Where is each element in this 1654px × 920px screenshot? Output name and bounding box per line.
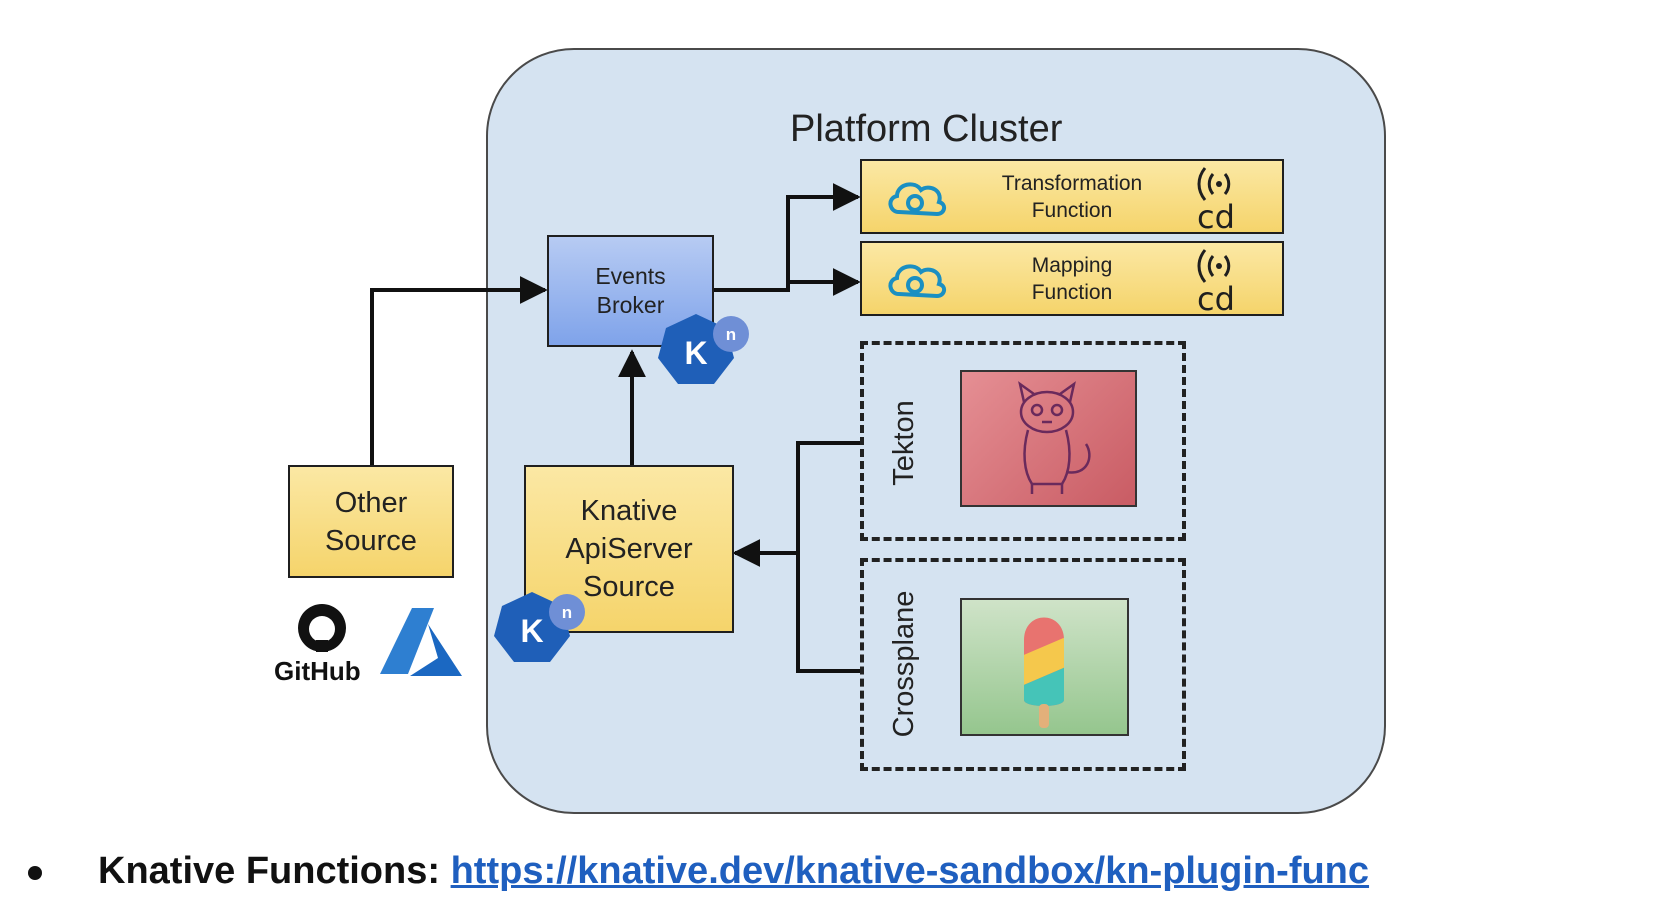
apiserver-line1: Knative [580, 495, 678, 527]
knative-logo-icon: n K [494, 592, 585, 662]
tekton-label: Tekton [888, 400, 920, 486]
apiserver-line3: Source [583, 571, 675, 603]
cd-foundation-icon: cd [1197, 167, 1235, 236]
svg-text:GitHub: GitHub [274, 656, 361, 686]
mapping-function-label: Mapping Function [1032, 252, 1113, 306]
transformation-function-box: Transformation Function [860, 159, 1284, 234]
mapping-function-box: Mapping Function [860, 241, 1284, 316]
footer-label: Knative Functions: [98, 850, 441, 892]
svg-text:cd: cd [1197, 280, 1235, 318]
knative-functions-link[interactable]: https://knative.dev/knative-sandbox/kn-p… [450, 850, 1370, 892]
events-broker-line2: Broker [596, 292, 665, 318]
mapping-line1: Mapping [1031, 253, 1113, 277]
transformation-line1: Transformation [1001, 171, 1143, 195]
arrow-other-to-broker [370, 276, 548, 465]
tekton-image [960, 370, 1137, 507]
other-source-line2: Source [325, 524, 417, 557]
azure-logo-icon [380, 608, 462, 676]
svg-text:K: K [684, 335, 707, 371]
footer-bullet: Knative Functions: https://knative.dev/k… [20, 850, 1369, 893]
tekton-group [860, 341, 1186, 541]
knative-logo-icon: n K [658, 314, 749, 384]
crossplane-group [860, 558, 1186, 771]
line-tekton [796, 441, 862, 673]
crossplane-label: Crossplane [888, 590, 920, 738]
crossplane-popsicle-icon [1024, 617, 1064, 728]
cloud-event-icon [888, 182, 946, 217]
transformation-line2: Function [1031, 198, 1113, 222]
cluster-title: Platform Cluster [790, 108, 1063, 150]
transformation-function-label: Transformation Function [1002, 170, 1142, 224]
cd-foundation-icon: cd [1197, 249, 1235, 318]
svg-text:n: n [562, 603, 572, 622]
bullet-dot [28, 865, 42, 880]
events-broker-line1: Events [595, 263, 666, 289]
tekton-cat-icon [1018, 381, 1091, 494]
mapping-line2: Function [1031, 280, 1113, 304]
apiserver-line2: ApiServer [565, 533, 693, 565]
cloud-event-icon [888, 264, 946, 299]
other-source-box: Other Source [288, 465, 454, 578]
svg-text:cd: cd [1197, 198, 1235, 236]
other-source-line1: Other [334, 486, 408, 519]
github-logo-icon: GitHub [274, 604, 361, 686]
svg-text:K: K [520, 613, 543, 649]
arrow-broker-to-transformation [714, 183, 861, 292]
crossplane-image [960, 598, 1129, 736]
svg-text:n: n [726, 325, 736, 344]
